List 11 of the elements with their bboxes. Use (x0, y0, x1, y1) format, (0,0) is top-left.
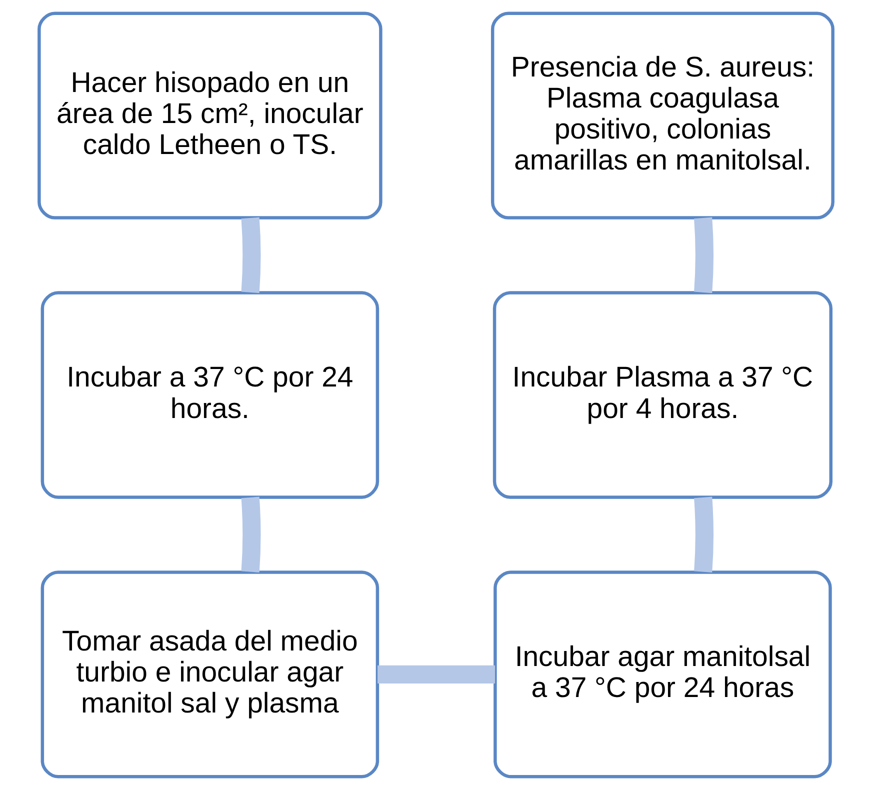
connector (694, 217, 713, 293)
node-box: Incubar Plasma a 37 °C por 4 horas. (492, 291, 832, 499)
node-box: Incubar agar manitolsal a 37 °C por 24 horas (493, 570, 832, 778)
connector (240, 496, 260, 572)
connector (377, 665, 495, 684)
connector (240, 217, 260, 294)
node-box: Tomar asada del medio turbio e inocular agar manitol sal y plasma (40, 570, 379, 778)
node-box: Presencia de S. aureus: Plasma coagulasa positivo, colonias amarillas en manitolsal. (490, 12, 834, 220)
connector (694, 496, 713, 572)
node-box: Hacer hisopado en un área de 15 cm², inocular caldo Letheen o TS. (37, 12, 382, 220)
node-box: Incubar a 37 °C por 24 horas. (40, 291, 379, 499)
